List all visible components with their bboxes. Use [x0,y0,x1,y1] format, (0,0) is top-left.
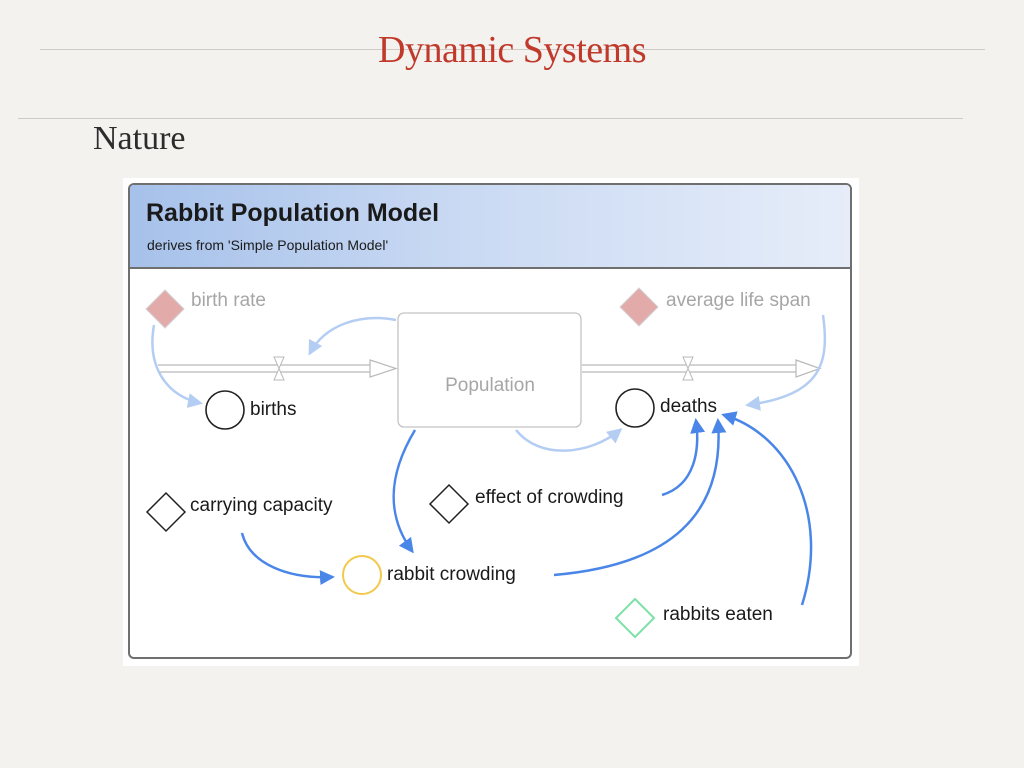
effect-of-crowding-label: effect of crowding [475,487,624,508]
birth-rate-node[interactable]: birth rate [145,289,266,329]
link-population-to-deaths [515,428,623,452]
slide-subtitle: Nature [93,120,186,157]
link-population-to-crowding [392,429,417,554]
births-node[interactable]: births [205,390,296,430]
model-title: Rabbit Population Model [146,199,440,227]
average-life-span-label: average life span [666,290,811,311]
inflow-pipe [158,356,398,381]
link-birth-rate-to-births [151,324,203,408]
rabbit-crowding-node[interactable]: rabbit crowding [342,555,516,595]
link-population-to-inflow [308,316,397,356]
carrying-capacity-label: carrying capacity [190,495,333,516]
model-subtitle: derives from 'Simple Population Model' [147,237,389,253]
effect-of-crowding-node[interactable]: effect of crowding [428,483,624,525]
slide-title: Dynamic Systems [378,29,646,71]
rabbits-eaten-node[interactable]: rabbits eaten [614,597,773,639]
average-life-span-node[interactable]: average life span [619,287,811,327]
link-crowding-to-deaths [553,418,727,577]
rabbits-eaten-label: rabbits eaten [663,604,773,625]
births-label: births [250,399,296,420]
subtitle-rule [18,118,963,119]
model-panel: Rabbit Population Model derives from 'Si… [128,183,852,659]
population-stock[interactable]: Population [397,312,582,428]
model-diagram: Population birth rate average life span … [145,287,827,639]
title-rule [40,49,985,50]
link-carrying-capacity-to-crowding [240,532,335,586]
birth-rate-label: birth rate [191,290,266,311]
deaths-node[interactable]: deaths [615,388,717,428]
rabbit-crowding-label: rabbit crowding [387,564,516,585]
model-header: Rabbit Population Model derives from 'Si… [130,185,850,269]
link-life-span-to-deaths [745,314,827,411]
link-rabbits-eaten-to-deaths [721,411,813,606]
population-label: Population [445,375,535,396]
carrying-capacity-node[interactable]: carrying capacity [145,491,333,533]
link-crowding-effect-to-deaths [661,418,706,497]
deaths-label: deaths [660,396,717,417]
outflow-pipe [582,356,822,381]
